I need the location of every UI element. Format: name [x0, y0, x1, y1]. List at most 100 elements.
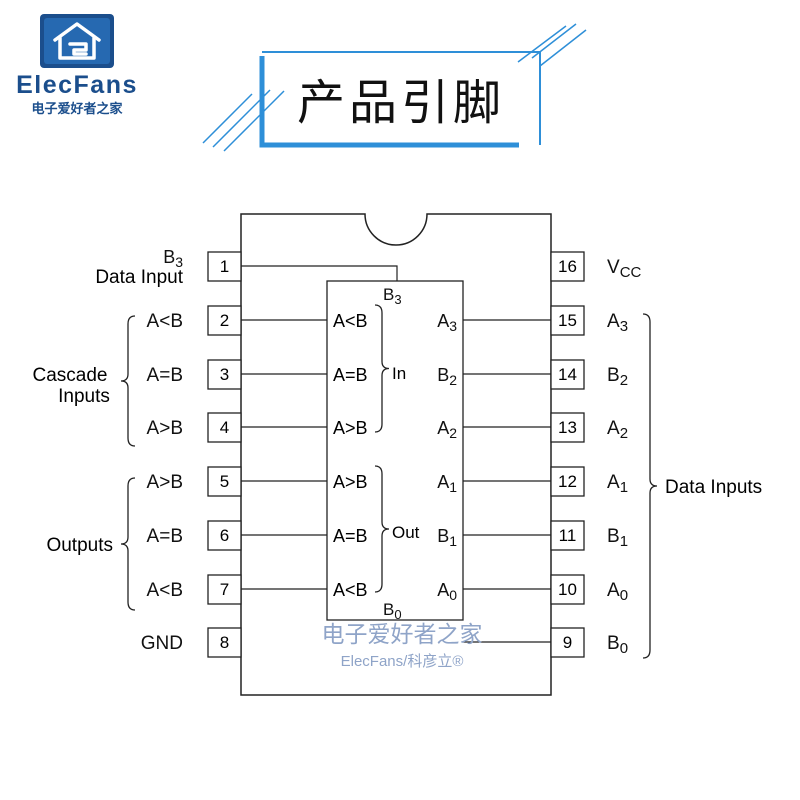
pin-label-main: B — [163, 247, 175, 267]
pin-label: A<B — [147, 311, 183, 332]
pin-number: 16 — [558, 257, 577, 276]
watermark-line1: 电子爱好者之家 — [322, 622, 483, 648]
pin-box — [550, 520, 585, 551]
house-icon — [53, 22, 101, 60]
outputs-label: Outputs — [46, 535, 113, 556]
inner-right-label-sub: 1 — [449, 533, 457, 549]
pin-label: B0 — [607, 633, 628, 657]
pin-label-main: A>B — [147, 472, 183, 493]
pin-box — [207, 359, 242, 390]
pin-13: 13 A2 — [463, 412, 628, 443]
pin-label-sub: 2 — [620, 425, 628, 442]
inner-right-label-main: A — [437, 472, 449, 492]
pin-label-main: A — [607, 472, 620, 493]
pin-label-main: A<B — [147, 311, 183, 332]
pin-label-sub: 0 — [620, 587, 628, 604]
pin-16: 16 VCC — [550, 251, 642, 282]
pin-number: 1 — [220, 257, 229, 276]
inner-right-label-sub: 2 — [449, 372, 457, 388]
pin-number: 6 — [220, 526, 229, 545]
cascade-inputs-brace — [120, 315, 136, 447]
in-group-brace — [374, 304, 390, 433]
pin-label: A1 — [607, 472, 628, 496]
pin-label-sub: CC — [620, 264, 642, 281]
pin-number: 5 — [220, 472, 229, 491]
inner-left-label: A=B — [333, 526, 368, 546]
pin-box — [550, 574, 585, 605]
inner-left-label: A<B — [333, 311, 368, 331]
pin-number: 8 — [220, 633, 229, 652]
inner-bottom-label: B0 — [383, 600, 402, 622]
inner-right-label: B2 — [437, 365, 457, 388]
watermark-line2: ElecFans/科彦立® — [341, 653, 464, 670]
inner-right-label-main: A — [437, 580, 449, 600]
pin-label: VCC — [607, 257, 642, 281]
wire-pin1-b3 — [241, 265, 398, 281]
data-inputs-brace — [642, 313, 658, 659]
inner-left-label: A<B — [333, 580, 368, 600]
inner-left-label: A>B — [333, 472, 368, 492]
pin-label-main: B — [607, 633, 620, 654]
pin-label-main: A=B — [147, 365, 183, 386]
outputs-brace — [120, 477, 136, 611]
elecfans-logo: ElecFans 电子爱好者之家 — [16, 14, 136, 117]
pin-label-main: GND — [141, 633, 183, 654]
pin-label-main: A=B — [147, 526, 183, 547]
title-block: 产品引脚 — [202, 23, 587, 152]
inner-right-label-main: A — [437, 311, 449, 331]
logo-subtitle: 电子爱好者之家 — [31, 101, 123, 117]
pin-4: 4 A>B — [147, 412, 327, 443]
pin-number: 15 — [558, 311, 577, 330]
data-inputs-label: Data Inputs — [665, 477, 762, 498]
pin-number: 9 — [563, 633, 572, 652]
ic-package — [240, 213, 552, 696]
pin-10: 10 A0 — [463, 574, 628, 605]
pin-number: 13 — [558, 418, 577, 437]
pin-number: 14 — [558, 365, 577, 384]
pin-label: A=B — [147, 365, 183, 386]
pin-number: 10 — [558, 580, 577, 599]
pin-label-main: A — [607, 418, 620, 439]
pin-label: B2 — [607, 365, 628, 389]
inner-top-label-main: B — [383, 285, 394, 304]
pin-label: B3 — [163, 247, 183, 270]
inner-right-label: A2 — [437, 418, 457, 441]
inner-right-label-sub: 0 — [449, 587, 457, 603]
pin-label: A>B — [147, 472, 183, 493]
cascade-label-line1: Cascade — [33, 365, 108, 386]
pin-label: A3 — [607, 311, 628, 335]
pin-label-sub: 2 — [620, 372, 628, 389]
pin-label-main: A>B — [147, 418, 183, 439]
inner-right-label-sub: 1 — [449, 479, 457, 495]
pin-label-main: A<B — [147, 580, 183, 601]
pin-label: A>B — [147, 418, 183, 439]
pin-3: 3A=B — [147, 359, 327, 390]
inner-right-label-main: A — [437, 418, 449, 438]
pin-15: 15 A3 — [463, 305, 628, 336]
pin-label-main: A — [607, 580, 620, 601]
pin-box — [550, 305, 585, 336]
pin-6: 6 A=B — [147, 520, 327, 551]
pin-8: 8 GND — [141, 627, 242, 658]
ic-body — [240, 213, 552, 696]
out-group-brace — [374, 465, 390, 593]
pin-box — [207, 466, 242, 497]
pin-box — [207, 251, 242, 282]
pin-label-2: Data Input — [95, 267, 183, 288]
inner-bottom-label-main: B — [383, 600, 394, 619]
pin-box — [207, 520, 242, 551]
inner-right-label-sub: 2 — [449, 425, 457, 441]
pin-label-main: B — [607, 526, 620, 547]
group-out-label: Out — [392, 523, 420, 542]
inner-top-label: B3 — [383, 285, 402, 307]
pin-label: A<B — [147, 580, 183, 601]
pin-box — [207, 627, 242, 658]
pin-label: A2 — [607, 418, 628, 442]
pin-number: 4 — [220, 418, 229, 437]
pin-5: 5 A>B — [147, 466, 327, 497]
